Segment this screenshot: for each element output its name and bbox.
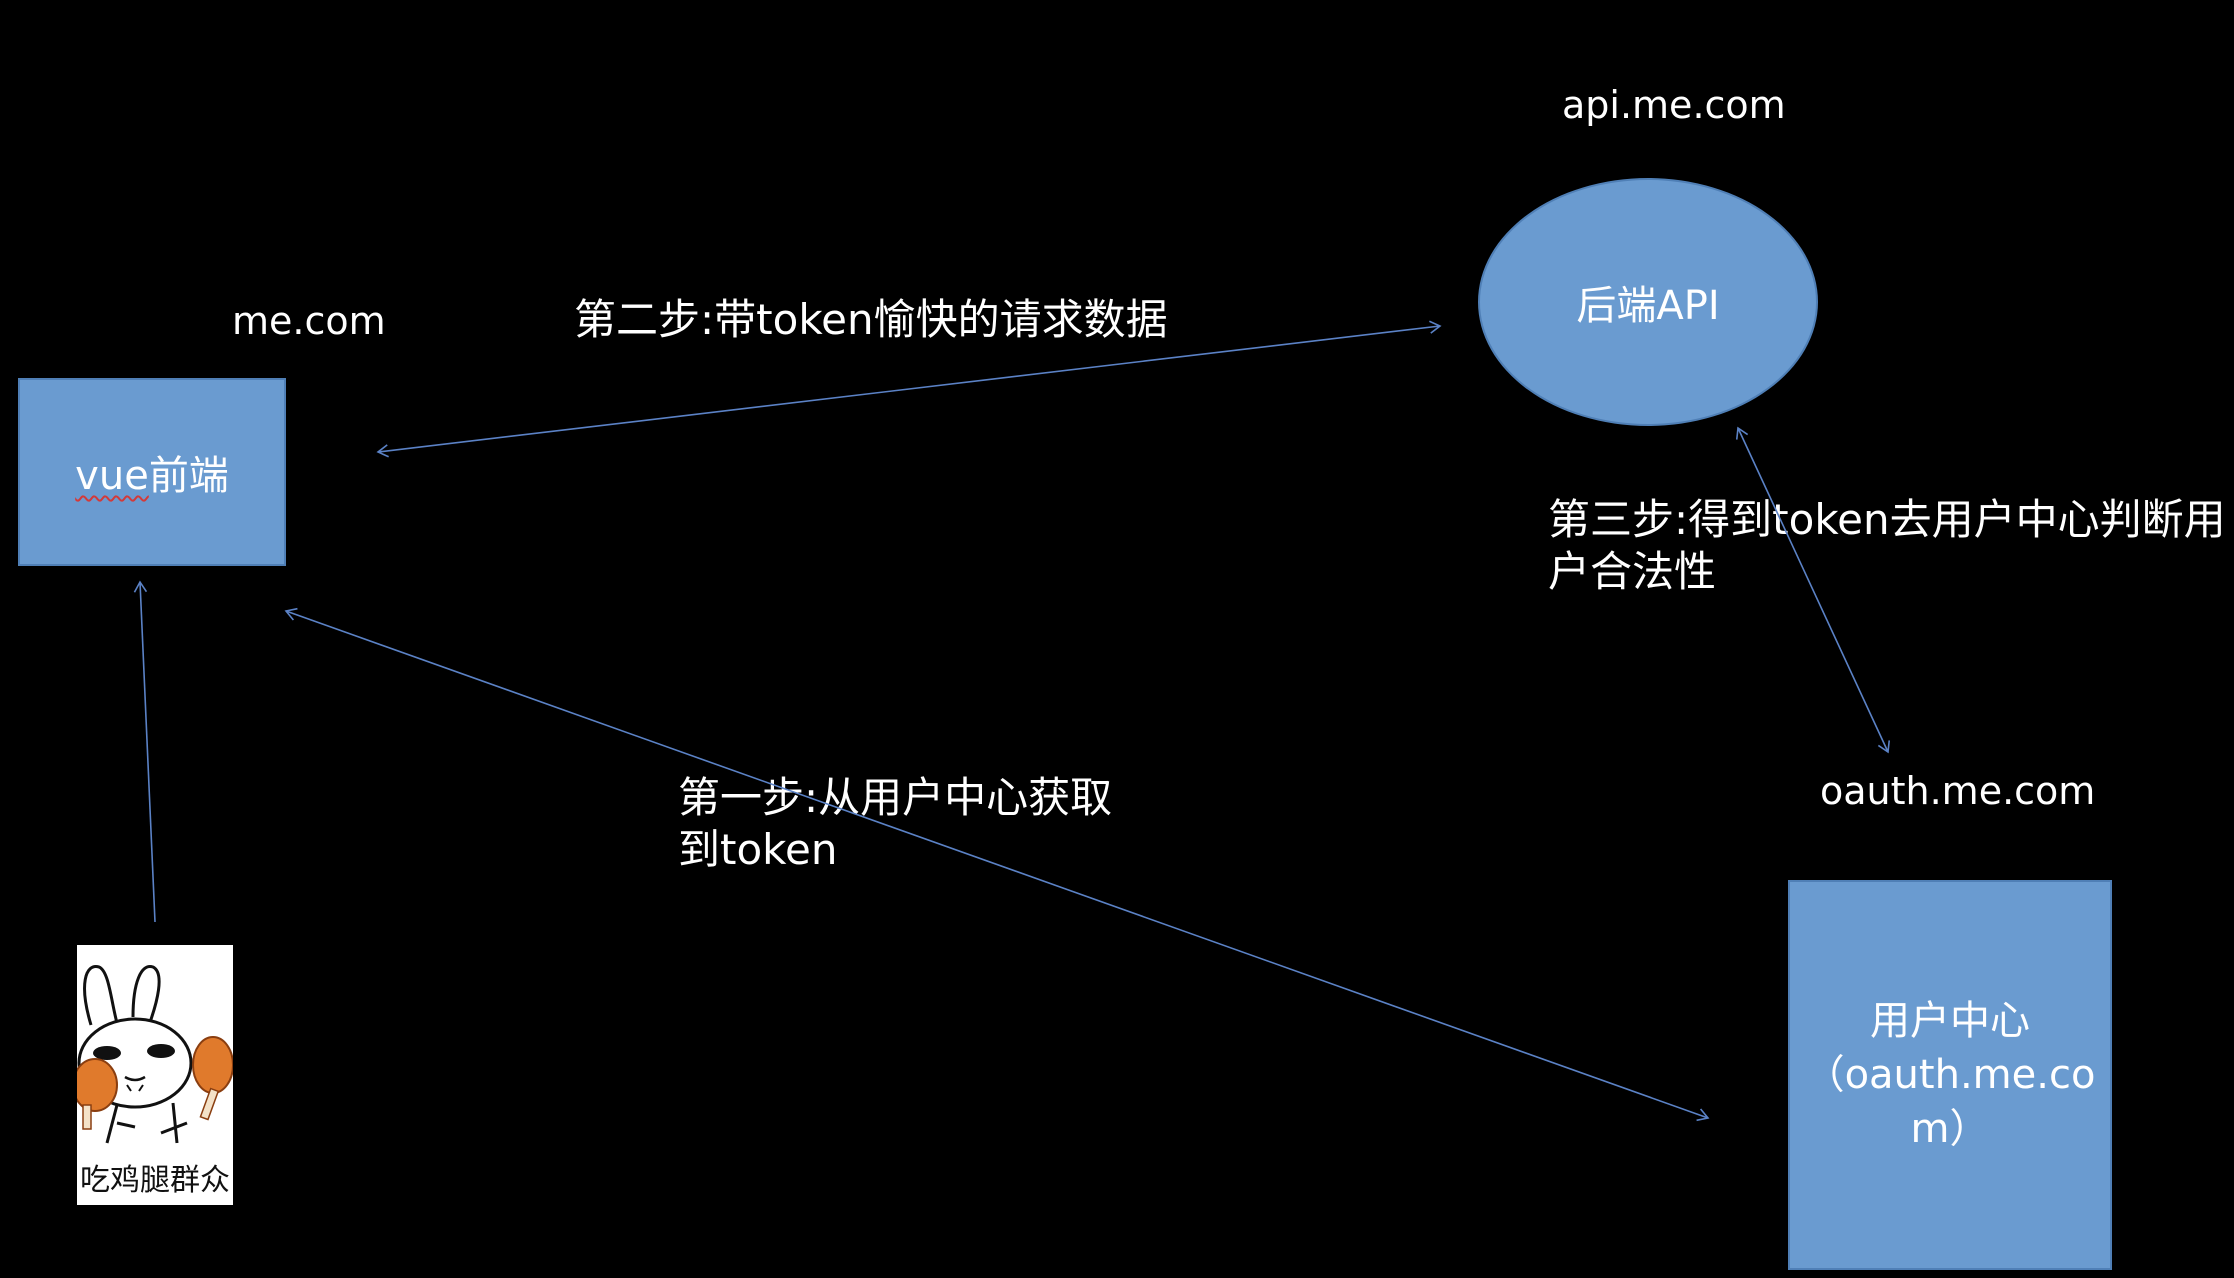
frontend-domain-label: me.com [232, 299, 386, 343]
backend-domain-label: api.me.com [1562, 83, 1786, 127]
user-center-label: 用户中心 （oauth.me.co m） [1804, 998, 2096, 1152]
mascot-image: 吃鸡腿群众 [77, 945, 233, 1205]
frontend-node: vue前端 [18, 378, 286, 566]
frontend-node-label: vue前端 [75, 443, 229, 501]
step3-arrow [1735, 426, 1891, 754]
step1-label-line2: 到token [678, 825, 838, 874]
step3-label-line2: 户合法性 [1548, 547, 1717, 596]
step1-label-line1: 第一步:从用户中心获取 [678, 773, 1113, 822]
step3-label-line1: 第三步:得到token去用户中心判断用 [1548, 495, 2226, 544]
mascot-caption: 吃鸡腿群众 [80, 1163, 230, 1198]
mascot-arrow [133, 580, 156, 923]
rabbit-drumstick-icon [77, 965, 233, 1144]
frontend-framework-word: vue [75, 453, 149, 499]
auth-domain-label: oauth.me.com [1820, 769, 2096, 813]
frontend-node-suffix: 前端 [148, 453, 229, 499]
step2-label: 第二步:带token愉快的请求数据 [574, 295, 1168, 344]
backend-api-label: 后端API [1576, 283, 1720, 329]
backend-api-node: 后端API [1478, 178, 1818, 426]
user-center-node: 用户中心 （oauth.me.co m） [1788, 880, 2112, 1270]
step1-arrow [284, 607, 1710, 1122]
